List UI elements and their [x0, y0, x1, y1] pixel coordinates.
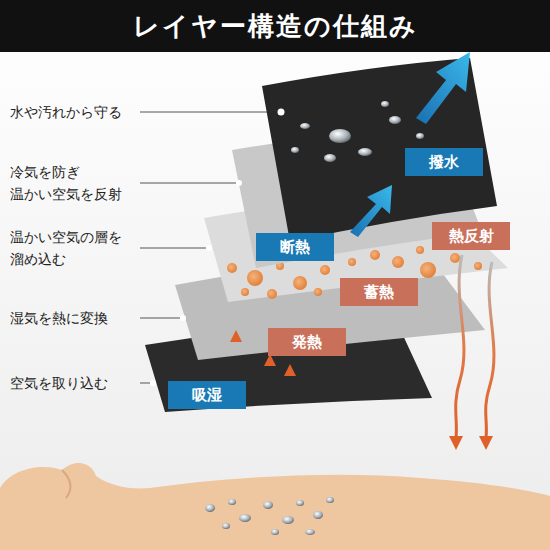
tag-text: 断熱: [280, 238, 310, 257]
function-tag: 発熱: [268, 328, 346, 356]
layer-label: 温かい空気の層を 溜め込む: [10, 226, 134, 270]
layer-label: 空気を取り込む: [10, 372, 134, 394]
function-tag: 熱反射: [432, 222, 510, 250]
tag-text: 発熱: [292, 333, 322, 352]
function-tag: 断熱: [256, 233, 334, 261]
tag-text: 撥水: [429, 153, 459, 172]
tag-text: 蓄熱: [364, 283, 394, 302]
tag-text: 熱反射: [449, 227, 494, 246]
title-text: レイヤー構造の仕組み: [0, 0, 550, 52]
layer-label: 冷気を防ぎ 温かい空気を反射: [10, 161, 134, 205]
layer-label: 水や汚れから守る: [10, 101, 134, 123]
tag-text: 吸湿: [192, 386, 222, 405]
layer-label: 湿気を熱に変換: [10, 307, 134, 329]
function-tag: 吸湿: [168, 381, 246, 409]
function-tag: 撥水: [405, 148, 483, 176]
function-tag: 蓄熱: [340, 278, 418, 306]
